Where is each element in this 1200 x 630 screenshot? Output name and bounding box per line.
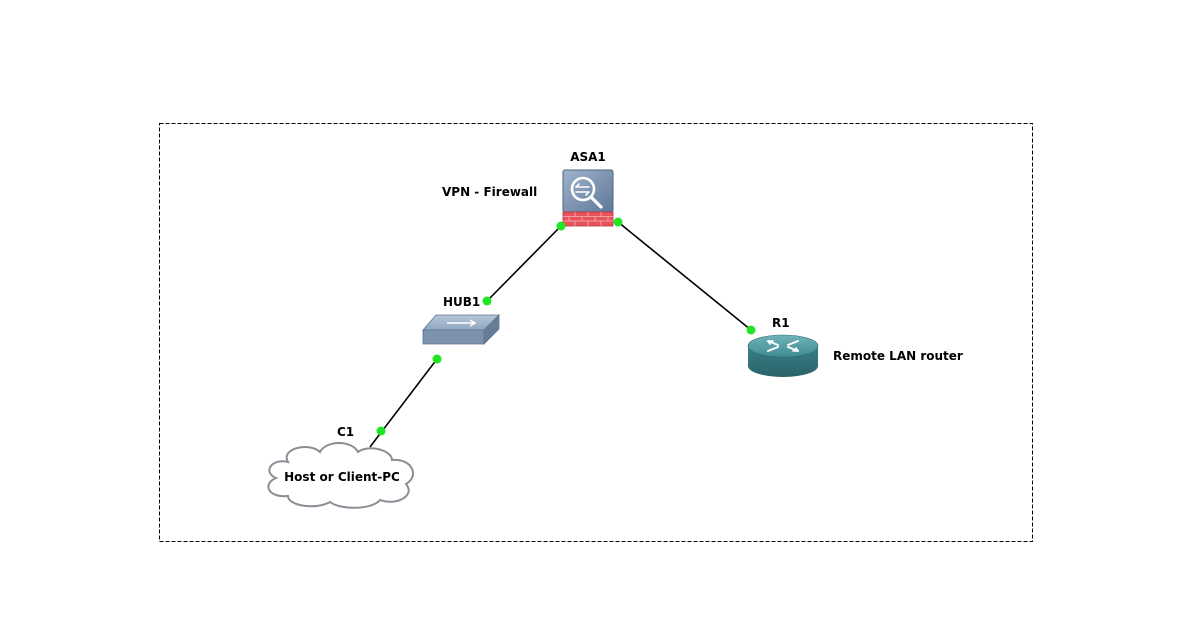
port-status-dot: [556, 221, 566, 231]
link-asa1-hub1[interactable]: [486, 225, 562, 302]
port-status-dot: [432, 354, 442, 364]
note-remote-lan-router: Remote LAN router: [833, 349, 963, 363]
router-icon[interactable]: [747, 334, 819, 377]
link-asa1-r1[interactable]: [617, 221, 752, 331]
node-label-r1: R1: [772, 316, 790, 330]
port-status-dot: [376, 426, 386, 436]
diagram-frame: [159, 123, 1033, 542]
note-vpn-firewall: VPN - Firewall: [442, 185, 538, 199]
cloud-label: Host or Client-PC: [284, 470, 400, 484]
ethernet-hub-icon[interactable]: [422, 314, 500, 345]
port-status-dot: [613, 217, 623, 227]
port-status-dot: [746, 325, 756, 335]
node-label-c1: C1: [337, 425, 355, 439]
cloud-icon[interactable]: [267, 442, 414, 509]
port-status-dot: [482, 296, 492, 306]
node-label-hub1: HUB1: [443, 295, 481, 309]
asa-firewall-icon[interactable]: [562, 169, 614, 227]
node-label-asa1: ASA1: [570, 150, 606, 164]
